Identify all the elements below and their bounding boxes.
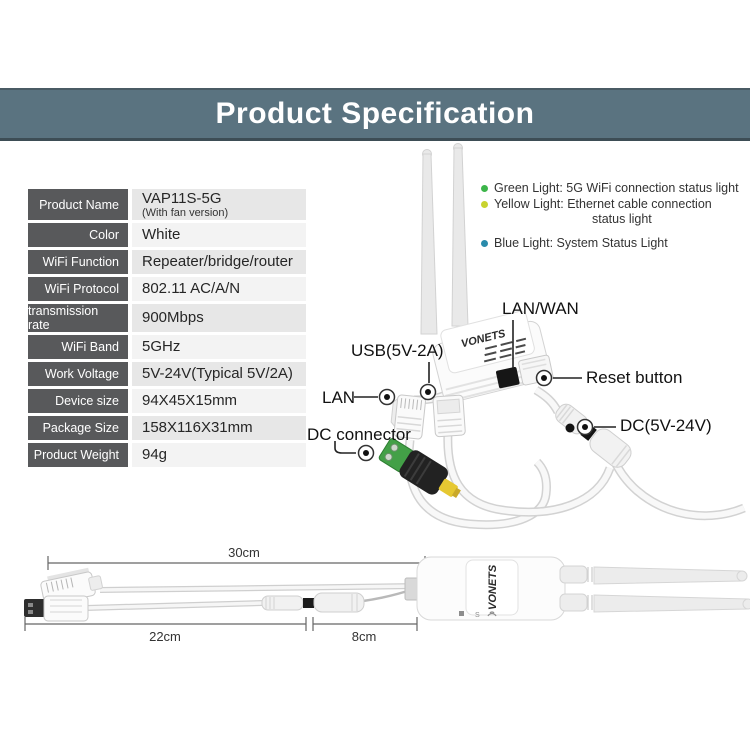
led-legend: Green Light: 5G WiFi connection status l… xyxy=(481,181,749,252)
spec-row-value: VAP11S-5G(With fan version) xyxy=(132,189,306,220)
spec-row-value: Repeater/bridge/router xyxy=(132,250,306,274)
brand-logo-bottom: VONETS xyxy=(487,564,499,610)
page-title: Product Specification xyxy=(215,97,535,130)
header-bar: Product Specification xyxy=(0,88,750,141)
led-indicator-icons: S xyxy=(459,611,497,619)
ethernet-connector-icon xyxy=(390,394,427,440)
bottom-cables xyxy=(85,583,418,611)
legend-text: Blue Light: System Status Light xyxy=(494,236,668,250)
legend-text-line2: status light xyxy=(592,212,652,226)
callout-label-dc-connector: DC connector xyxy=(307,425,411,444)
spec-row-label: Product Weight xyxy=(28,443,128,467)
spec-row-label: WiFi Band xyxy=(28,335,128,359)
dimension-label-8cm: 8cm xyxy=(351,629,377,644)
svg-text:S: S xyxy=(475,612,480,619)
spec-row-label: Package Size xyxy=(28,416,128,440)
spec-row-value: 5V-24V(Typical 5V/2A) xyxy=(132,362,306,386)
spec-row-value: 94X45X15mm xyxy=(132,389,306,413)
dc-jack-opening xyxy=(565,423,575,433)
usb-plug-icon xyxy=(24,595,89,622)
dc-connector-plug-icon xyxy=(378,438,461,498)
spec-row-label: Work Voltage xyxy=(28,362,128,386)
spec-row-label: Color xyxy=(28,223,128,247)
callout-label-usb: USB(5V-2A) xyxy=(351,341,444,360)
spec-row-label: transmission rate xyxy=(28,304,128,332)
spec-row-label: WiFi Protocol xyxy=(28,277,128,301)
spec-row-label: Product Name xyxy=(28,189,128,220)
callout-label-dc-power: DC(5V-24V) xyxy=(620,416,712,435)
antenna-top-view-icon xyxy=(559,565,750,613)
legend-item: Blue Light: System Status Light xyxy=(481,236,749,251)
legend-bullet-icon xyxy=(481,240,488,247)
vent-slots xyxy=(483,337,527,363)
spec-row-value: 5GHz xyxy=(132,335,306,359)
spec-row-value: White xyxy=(132,223,306,247)
legend-bullet-icon xyxy=(481,185,488,192)
callout-label-reset: Reset button xyxy=(586,368,683,387)
legend-item: Green Light: 5G WiFi connection status l… xyxy=(481,181,749,196)
spec-row-value: 94g xyxy=(132,443,306,467)
spec-row-value: 158X116X31mm xyxy=(132,416,306,440)
legend-bullet-icon xyxy=(481,201,488,208)
legend-text: Green Light: 5G WiFi connection status l… xyxy=(494,181,739,195)
dimension-label-30cm: 30cm xyxy=(228,545,260,560)
dc-inline-connector-icon xyxy=(261,592,365,613)
callout-label-lan-wan: LAN/WAN xyxy=(502,299,579,318)
spec-row-value: 802.11 AC/A/N xyxy=(132,277,306,301)
spec-row-label: Device size xyxy=(28,389,128,413)
device-illustration: VONETS xyxy=(432,310,551,403)
callout-dots xyxy=(357,369,594,462)
spec-row-label: WiFi Function xyxy=(28,250,128,274)
device-top-view: VONETS S xyxy=(404,556,566,621)
antenna-icon xyxy=(420,143,469,335)
spec-row-value: 900Mbps xyxy=(132,304,306,332)
usb-connector-icon xyxy=(432,394,466,438)
spec-row-value-note: (With fan version) xyxy=(142,206,229,219)
callout-lines xyxy=(334,320,616,454)
callout-label-lan: LAN xyxy=(322,388,356,407)
dimension-label-22cm: 22cm xyxy=(149,629,181,644)
